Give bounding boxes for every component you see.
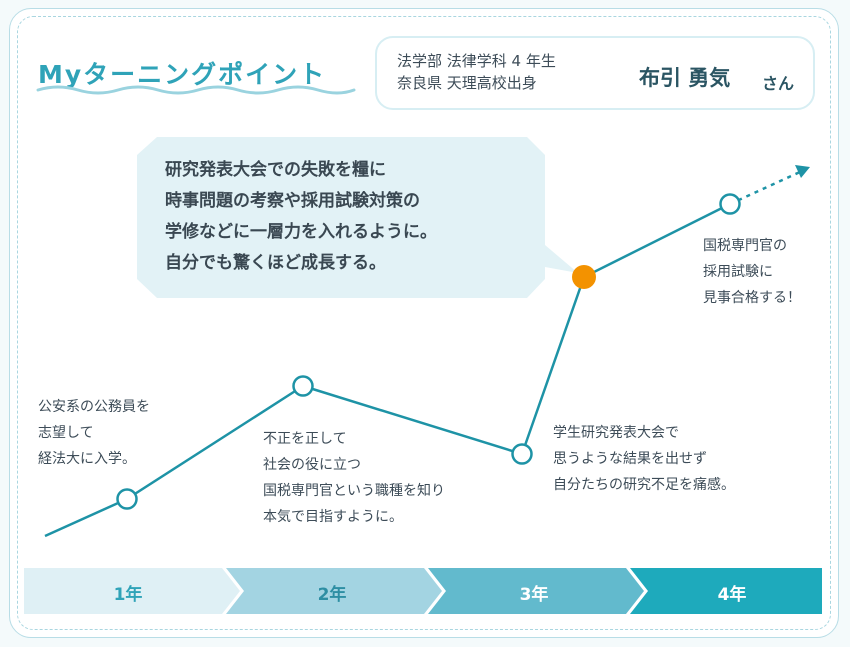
note-line: 公安系の公務員を	[38, 399, 150, 415]
milestone-note-2: 不正を正して 社会の役に立つ 国税専門官という職種を知り 本気で目指すように。	[263, 426, 445, 530]
note-line: 国税専門官という職種を知り	[263, 483, 445, 499]
note-line: 不正を正して	[263, 431, 347, 447]
year-label-3: 3年	[519, 585, 549, 605]
note-line: 自分たちの研究不足を痛感。	[553, 477, 735, 493]
year-label-1: 1年	[113, 585, 143, 605]
year-label-2: 2年	[317, 585, 347, 605]
milestone-note-4: 国税専門官の 採用試験に 見事合格する！	[703, 233, 801, 311]
note-line: 本気で目指すように。	[263, 509, 403, 525]
year-bar-1	[24, 568, 240, 614]
note-line: 見事合格する！	[703, 290, 801, 306]
highlight-line: 研究発表大会での失敗を糧に	[165, 160, 386, 180]
highlight-line: 時事問題の考察や採用試験対策の	[165, 191, 420, 211]
highlight-text: 研究発表大会での失敗を糧に 時事問題の考察や採用試験対策の 学修などに一層力を入…	[165, 155, 437, 279]
highlight-line: 自分でも驚くほど成長する。	[165, 253, 386, 273]
origin-line: 奈良県 天理高校出身	[397, 74, 537, 92]
dashed-border	[17, 16, 831, 630]
milestone-note-3: 学生研究発表大会で 思うような結果を出せず 自分たちの研究不足を痛感。	[553, 420, 735, 498]
student-name: 布引 勇気	[639, 66, 731, 90]
highlight-line: 学修などに一層力を入れるように。	[165, 222, 437, 242]
note-line: 志望して	[38, 425, 94, 441]
growth-line	[44, 202, 731, 538]
milestone-point-1	[116, 488, 138, 510]
arrow-head-icon	[795, 165, 810, 178]
note-line: 国税専門官の	[703, 238, 787, 254]
profile-info: 法学部 法律学科 4 年生 奈良県 天理高校出身	[397, 50, 556, 94]
milestone-note-1: 公安系の公務員を 志望して 経法大に入学。	[38, 394, 150, 472]
note-line: 思うような結果を出せず	[553, 451, 707, 467]
milestone-point-3	[511, 443, 533, 465]
milestone-point-2	[292, 375, 314, 397]
note-line: 採用試験に	[703, 264, 773, 280]
title-underline-wave	[36, 85, 356, 95]
year-label-4: 4年	[717, 585, 747, 605]
profile-box: 法学部 法律学科 4 年生 奈良県 天理高校出身 布引 勇気 さん	[375, 36, 815, 110]
milestone-point-4	[719, 193, 741, 215]
note-line: 経法大に入学。	[38, 451, 136, 467]
honorific: さん	[762, 74, 795, 93]
faculty-line: 法学部 法律学科 4 年生	[397, 52, 556, 70]
card-frame	[9, 8, 839, 638]
year-bar-3	[428, 568, 644, 614]
page-title: Myターニングポイント	[38, 60, 327, 89]
note-line: 学生研究発表大会で	[553, 425, 679, 441]
highlight-bubble	[137, 137, 578, 298]
future-dotted-line	[729, 170, 801, 206]
year-bar-4	[630, 568, 822, 614]
note-line: 社会の役に立つ	[263, 457, 361, 473]
turning-point	[572, 265, 596, 289]
year-bar-2	[226, 568, 442, 614]
